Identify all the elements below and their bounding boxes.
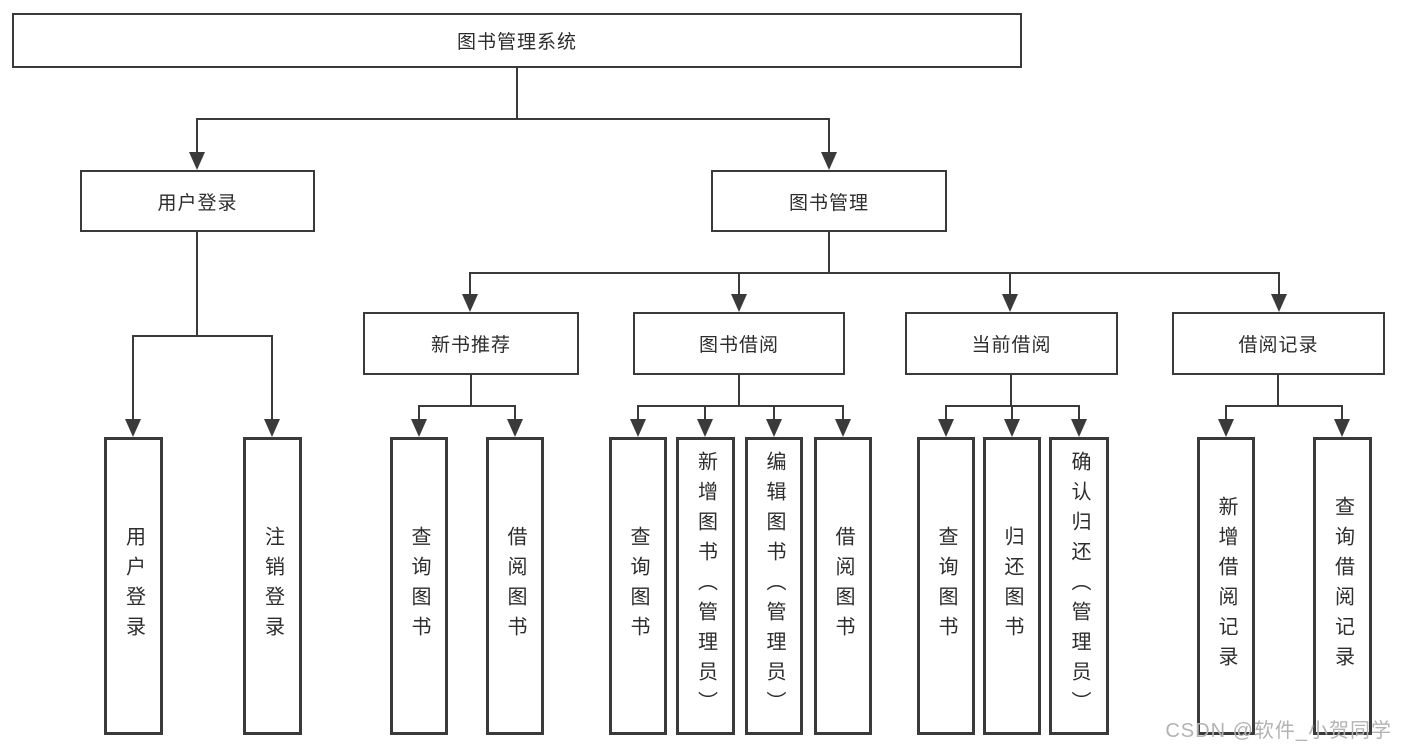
leaf-bb-borrow-books-label: 借阅图书 (832, 526, 854, 646)
leaf-cb-return-books-label: 归还图书 (1001, 526, 1023, 646)
node-book-borrow-label: 图书借阅 (698, 335, 779, 356)
arrowhead-leaf-bb-edit (766, 419, 782, 437)
leaf-rec-borrow-books-label: 借阅图书 (504, 526, 526, 646)
csdn-watermark: CSDN @软件_小贺同学 (1165, 720, 1392, 742)
node-new-book-recommend-label: 新书推荐 (430, 335, 511, 356)
leaf-user-login: 用户登录 (104, 437, 163, 735)
connector-to-leaf-cb-return (1011, 405, 1013, 421)
leaf-br-query-record: 查询借阅记录 (1313, 437, 1372, 735)
connector-to-leaf-br-add (1225, 405, 1227, 421)
connector-book-management-branch (469, 272, 1280, 274)
connector-to-book-borrow (738, 272, 740, 296)
leaf-bb-query-books-label: 查询图书 (627, 526, 649, 646)
leaf-cb-confirm-return-admin: 确认归还（管理员） (1049, 437, 1109, 735)
leaf-cb-query-books: 查询图书 (917, 437, 975, 735)
node-current-borrow-label: 当前借阅 (971, 335, 1052, 356)
leaf-rec-borrow-books: 借阅图书 (486, 437, 544, 735)
node-borrow-records: 借阅记录 (1172, 312, 1385, 375)
connector-to-current-borrow (1009, 272, 1011, 296)
leaf-rec-query-books-label: 查询图书 (408, 526, 430, 646)
node-book-management-label: 图书管理 (788, 192, 869, 214)
connector-current-borrow-stem (1010, 375, 1012, 407)
leaf-bb-add-books-admin: 新增图书（管理员） (676, 437, 735, 735)
arrowhead-leaf-bb-borrow (835, 419, 851, 437)
connector-to-book-management (828, 118, 830, 156)
connector-user-login-stem (196, 232, 198, 337)
connector-to-leaf-bb-edit (773, 405, 775, 421)
node-borrow-records-label: 借阅记录 (1238, 335, 1319, 356)
connector-root-stem (516, 68, 518, 120)
node-library-system: 图书管理系统 (12, 13, 1022, 68)
leaf-cb-confirm-return-admin-label: 确认归还（管理员） (1068, 451, 1090, 721)
connector-book-borrow-branch (637, 405, 844, 407)
arrowhead-leaf-bb-add (697, 419, 713, 437)
connector-borrow-records-stem (1277, 375, 1279, 407)
leaf-bb-query-books: 查询图书 (609, 437, 667, 735)
arrowhead-leaf-br-query (1334, 419, 1350, 437)
connector-to-leaf-bb-borrow (842, 405, 844, 421)
node-current-borrow: 当前借阅 (905, 312, 1118, 375)
node-user-login-label: 用户登录 (157, 192, 238, 214)
arrowhead-leaf-cb-return (1004, 419, 1020, 437)
leaf-bb-edit-books-admin: 编辑图书（管理员） (745, 437, 803, 735)
arrowhead-book-management (821, 152, 837, 170)
connector-new-book-recommend-branch (418, 405, 516, 407)
connector-to-leaf-br-query (1341, 405, 1343, 421)
node-library-system-label: 图书管理系统 (456, 32, 577, 53)
connector-to-leaf-user-login (132, 335, 134, 421)
connector-to-new-book-recommend (469, 272, 471, 296)
leaf-br-add-record-label: 新增借阅记录 (1215, 496, 1237, 676)
leaf-user-login-label: 用户登录 (122, 526, 145, 646)
arrowhead-leaf-bb-query (630, 419, 646, 437)
arrowhead-leaf-cb-confirm (1071, 419, 1087, 437)
connector-root-branch (196, 118, 830, 120)
connector-to-leaf-bb-add (704, 405, 706, 421)
leaf-logout: 注销登录 (243, 437, 302, 735)
arrowhead-leaf-br-add (1218, 419, 1234, 437)
connector-to-leaf-rec-borrow (514, 405, 516, 421)
connector-to-borrow-records (1278, 272, 1280, 296)
node-book-management: 图书管理 (711, 170, 947, 232)
node-book-borrow: 图书借阅 (633, 312, 845, 375)
leaf-cb-query-books-label: 查询图书 (935, 526, 957, 646)
leaf-br-query-record-label: 查询借阅记录 (1331, 496, 1354, 676)
leaf-rec-query-books: 查询图书 (390, 437, 448, 735)
connector-to-leaf-cb-query (945, 405, 947, 421)
connector-to-user-login (196, 118, 198, 156)
arrowhead-leaf-cb-query (938, 419, 954, 437)
connector-user-login-branch (132, 335, 273, 337)
leaf-cb-return-books: 归还图书 (983, 437, 1041, 735)
leaf-bb-edit-books-admin-label: 编辑图书（管理员） (763, 451, 785, 721)
connector-to-leaf-cb-confirm (1078, 405, 1080, 421)
connector-to-leaf-rec-query (418, 405, 420, 421)
leaf-bb-add-books-admin-label: 新增图书（管理员） (694, 451, 717, 721)
node-user-login: 用户登录 (80, 170, 315, 232)
node-new-book-recommend: 新书推荐 (363, 312, 579, 375)
connector-book-borrow-stem (738, 375, 740, 407)
leaf-br-add-record: 新增借阅记录 (1197, 437, 1255, 735)
arrowhead-user-login (189, 152, 205, 170)
arrowhead-borrow-records (1271, 294, 1287, 312)
connector-to-leaf-logout (271, 335, 273, 421)
arrowhead-leaf-rec-borrow (507, 419, 523, 437)
arrowhead-book-borrow (731, 294, 747, 312)
leaf-logout-label: 注销登录 (261, 526, 284, 646)
connector-new-book-recommend-stem (470, 375, 472, 407)
arrowhead-leaf-user-login (125, 419, 141, 437)
connector-borrow-records-branch (1225, 405, 1343, 407)
connector-to-leaf-bb-query (637, 405, 639, 421)
arrowhead-new-book-recommend (462, 294, 478, 312)
arrowhead-leaf-logout (264, 419, 280, 437)
arrowhead-leaf-rec-query (411, 419, 427, 437)
arrowhead-current-borrow (1002, 294, 1018, 312)
connector-book-management-stem (828, 232, 830, 274)
leaf-bb-borrow-books: 借阅图书 (814, 437, 872, 735)
